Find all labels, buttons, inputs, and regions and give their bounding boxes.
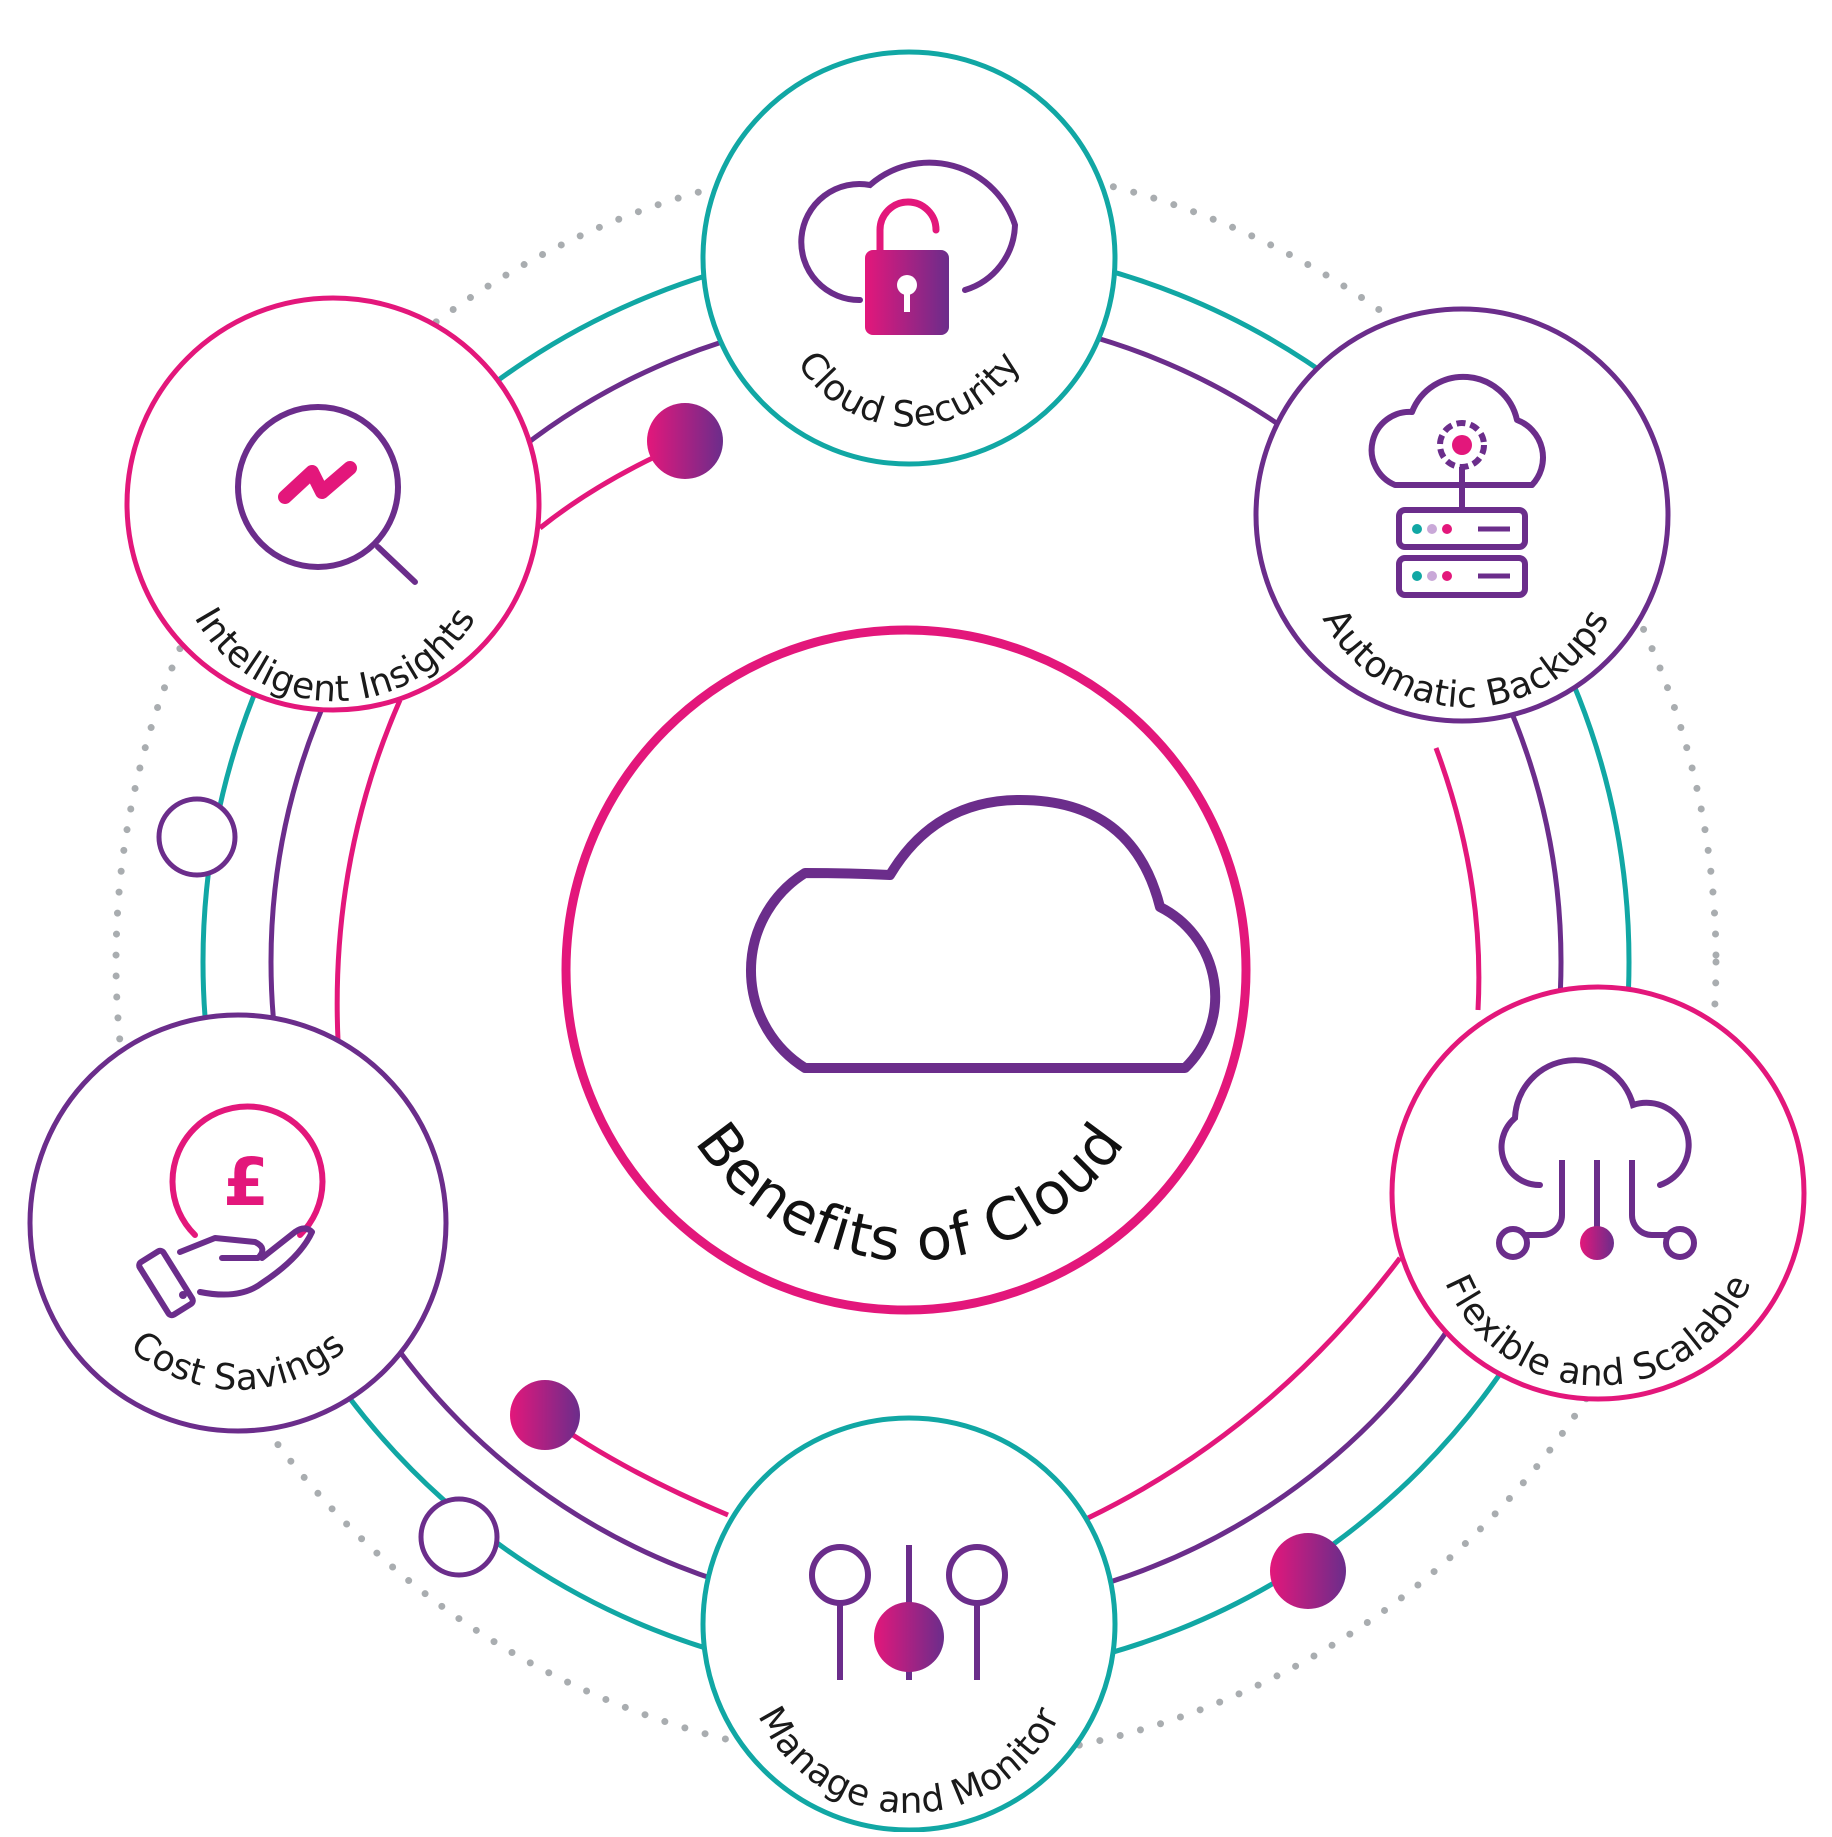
cloud-network-icon xyxy=(1496,1057,1697,1260)
sliders-icon xyxy=(809,1544,1008,1680)
node-dot-filled xyxy=(1270,1533,1346,1609)
magenta-arc-bottom-right xyxy=(1086,1256,1402,1521)
cloud-icon xyxy=(746,795,1221,1073)
benefit-cost-savings: £ Cost Savings xyxy=(27,1012,449,1434)
center-circle xyxy=(561,625,1251,1315)
benefit-circle xyxy=(27,1012,449,1434)
node-dot-filled xyxy=(510,1380,580,1450)
magenta-arc-right xyxy=(1433,747,1482,1011)
node-dot-filled xyxy=(647,403,723,479)
benefit-flexible-scalable: Flexible and Scalable xyxy=(1389,984,1807,1402)
svg-text:£: £ xyxy=(223,1144,269,1221)
benefit-cloud-security: Cloud Security xyxy=(700,49,1118,467)
benefit-manage-monitor: Manage and Monitor xyxy=(700,1415,1118,1833)
magnifier-trend-icon xyxy=(235,404,418,585)
center-hub: Benefits of Cloud xyxy=(561,625,1251,1315)
pound-hand-icon: £ xyxy=(136,1103,326,1319)
cloud-padlock-icon xyxy=(798,159,1019,335)
node-dot-hollow xyxy=(418,1496,500,1578)
benefit-circle xyxy=(1253,306,1671,724)
magenta-arc-left xyxy=(334,698,403,1041)
node-dot-hollow xyxy=(156,796,238,878)
benefit-intelligent-insights: Intelligent Insights xyxy=(124,295,542,713)
benefit-automatic-backups: Automatic Backups xyxy=(1253,306,1671,724)
cloud-server-gear-icon xyxy=(1368,373,1546,598)
benefit-circle xyxy=(124,295,542,713)
